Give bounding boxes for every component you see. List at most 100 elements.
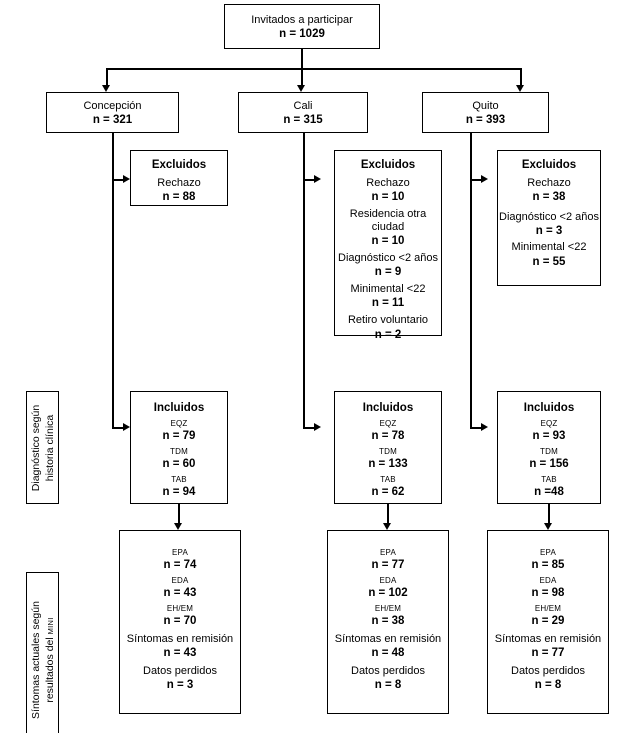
connector-drop-cali <box>301 68 303 86</box>
sintomas-item-count: n = 38 <box>371 615 405 628</box>
sintomas-item-label: EH/EM <box>374 603 402 613</box>
side-label-sintomas-text: Síntomas actuales según resultados del M… <box>28 601 56 719</box>
box-site-concepcion: Concepción n = 321 <box>46 92 179 133</box>
incluidos-item-count: n = 79 <box>162 429 196 442</box>
sintomas-item-label: EPA <box>171 548 188 557</box>
excluidos-item-count: n = 55 <box>532 255 566 268</box>
sintomas-item-label: EPA <box>539 548 556 557</box>
spine-concepcion <box>112 133 114 427</box>
excluidos-item-label: Retiro voluntario <box>347 314 429 327</box>
box-incluidos-concepcion: Incluidos EQZ n = 79 TDM n = 60 TAB n = … <box>130 391 228 504</box>
incluidos-heading: Incluidos <box>153 402 205 414</box>
excluidos-heading: Excluidos <box>360 159 416 171</box>
sintomas-item: EDA n = 98 <box>488 576 608 601</box>
box-invitados: Invitados a participar n = 1029 <box>224 4 380 49</box>
sintomas-item: Datos perdidos n = 8 <box>328 664 448 693</box>
box-excluidos-cali: Excluidos Rechazo n = 10 Residencia otra… <box>334 150 442 341</box>
incluidos-item-label: TAB <box>171 474 187 484</box>
arrow-cali-excluidos <box>314 175 321 183</box>
sintomas-item-count: n = 102 <box>368 587 408 600</box>
incluidos-item-count: n = 62 <box>371 485 405 498</box>
incluidos-item-label: EQZ <box>540 418 558 428</box>
excluidos-item: Diagnóstico <2 años n = 3 <box>498 211 600 239</box>
site-count-cali: n = 315 <box>283 114 323 127</box>
sintomas-item-count: n = 43 <box>163 646 197 659</box>
incluidos-item-count: n = 94 <box>162 485 196 498</box>
sintomas-item-label: Datos perdidos <box>351 664 425 677</box>
sintomas-item: Síntomas en remisión n = 48 <box>328 632 448 661</box>
box-incluidos-quito: Incluidos EQZ n = 93 TDM n = 156 TAB n =… <box>497 391 601 504</box>
arrow-to-cali <box>297 85 305 92</box>
incluidos-item: TAB n = 62 <box>335 475 441 500</box>
sintomas-item-label: EH/EM <box>166 603 194 613</box>
incluidos-item-count: n = 156 <box>529 457 569 470</box>
connector-drop-quito <box>520 68 522 86</box>
sintomas-item-label: EPA <box>379 548 396 557</box>
excluidos-item-label: Diagnóstico <2 años <box>338 251 438 264</box>
excluidos-item-count: n = 10 <box>371 190 405 203</box>
sintomas-item: Síntomas en remisión n = 43 <box>120 632 240 661</box>
excluidos-item-count: n = 9 <box>374 265 402 278</box>
sintomas-item-count: n = 8 <box>534 678 562 691</box>
spine-quito <box>470 133 472 427</box>
sintomas-item-count: n = 74 <box>163 559 197 572</box>
arrow-quito-incluidos <box>481 423 488 431</box>
incluidos-item: TDM n = 156 <box>498 447 600 472</box>
incluidos-item-count: n =48 <box>534 485 564 498</box>
box-excluidos-quito: Excluidos Rechazo n = 38 Diagnóstico <2 … <box>497 150 601 286</box>
arrow-quito-excluidos <box>481 175 488 183</box>
branch-concepcion-excluidos <box>112 179 124 181</box>
incluidos-item-count: n = 133 <box>368 457 408 470</box>
sintomas-item-count: n = 77 <box>371 559 405 572</box>
excluidos-item-count: n = 10 <box>371 234 405 247</box>
excluidos-item: Residencia otra ciudad n = 10 <box>335 208 441 249</box>
excluidos-item-label: Residencia otra ciudad <box>349 207 427 233</box>
arrow-concepcion-excluidos <box>123 175 130 183</box>
connector-incluidos-symptoms-cali <box>387 504 389 525</box>
sintomas-item: EPA n = 85 <box>488 548 608 573</box>
incluidos-item: TDM n = 133 <box>335 447 441 472</box>
excluidos-item-count: n = 38 <box>532 190 566 203</box>
site-name-cali: Cali <box>293 100 313 112</box>
arrow-to-concepcion <box>102 85 110 92</box>
sintomas-item: Datos perdidos n = 8 <box>488 664 608 693</box>
excluidos-item: Rechazo n = 38 <box>498 176 600 205</box>
excluidos-item-count: n = 3 <box>535 224 563 237</box>
sintomas-item-label: EH/EM <box>534 603 562 613</box>
incluidos-heading: Incluidos <box>523 402 575 414</box>
sintomas-item: Datos perdidos n = 3 <box>120 664 240 693</box>
connector-drop-concepcion <box>106 68 108 86</box>
connector-incluidos-symptoms-quito <box>548 504 550 525</box>
incluidos-item-count: n = 93 <box>532 429 566 442</box>
excluidos-item-label: Minimental <22 <box>511 241 587 254</box>
excluidos-item-count: n = 11 <box>371 296 405 309</box>
sintomas-item: EPA n = 77 <box>328 548 448 573</box>
sintomas-item: EDA n = 102 <box>328 576 448 601</box>
spine-cali <box>303 133 305 427</box>
sintomas-item-label: Datos perdidos <box>511 664 585 677</box>
excluidos-item: Rechazo n = 10 <box>335 176 441 205</box>
sintomas-item-label: EDA <box>171 575 189 585</box>
side-label-diagnostico: Diagnóstico según historia clínica <box>26 391 59 504</box>
branch-concepcion-incluidos <box>112 427 124 429</box>
site-name-quito: Quito <box>472 100 499 112</box>
excluidos-item: Retiro voluntario n = 2 <box>335 313 441 342</box>
box-sintomas-concepcion: EPA n = 74 EDA n = 43 EH/EM n = 70 Sínto… <box>119 530 241 714</box>
box-incluidos-cali: Incluidos EQZ n = 78 TDM n = 133 TAB n =… <box>334 391 442 504</box>
incluidos-item-label: TAB <box>541 474 557 484</box>
side-label-diagnostico-text: Diagnóstico según historia clínica <box>28 404 56 490</box>
incluidos-item: EQZ n = 93 <box>498 419 600 444</box>
sintomas-item: EPA n = 74 <box>120 548 240 573</box>
arrow-symptoms-quito <box>544 523 552 530</box>
excluidos-item-label: Rechazo <box>157 176 201 189</box>
side-label-sintomas: Síntomas actuales según resultados del M… <box>26 572 59 733</box>
sintomas-item-label: EDA <box>539 575 557 585</box>
connector-top-stem <box>301 49 303 69</box>
incluidos-item: TAB n =48 <box>498 475 600 500</box>
connector-incluidos-symptoms-concepcion <box>178 504 180 525</box>
excluidos-item-label: Rechazo <box>366 176 410 189</box>
incluidos-item-count: n = 78 <box>371 429 405 442</box>
incluidos-item-label: TAB <box>380 474 396 484</box>
site-count-quito: n = 393 <box>465 114 506 127</box>
connector-branch-bus <box>106 68 521 70</box>
